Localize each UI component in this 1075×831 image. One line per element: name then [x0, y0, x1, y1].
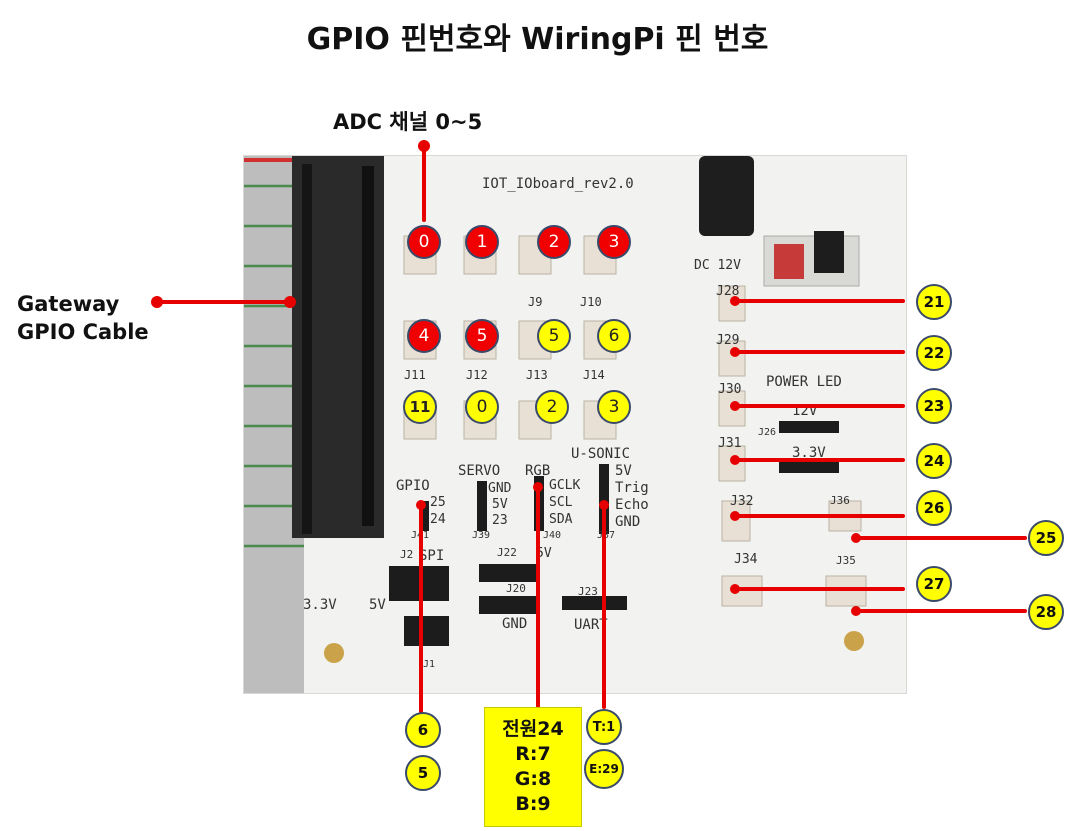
ribbon-cable — [244, 156, 384, 693]
usonic-pin-gnd: GND — [615, 514, 641, 530]
servo-pin-5v: 5V — [492, 497, 508, 512]
servo-label: SERVO — [458, 463, 501, 479]
gpio-marker-3: 3 — [597, 390, 631, 424]
callout-usonic-trig: T:1 — [586, 709, 622, 745]
callout-gpio-5: 5 — [405, 755, 441, 791]
v33-left-label: 3.3V — [303, 597, 337, 613]
rgb-pin-sda: SDA — [549, 512, 573, 527]
servo-pin-23: 23 — [492, 513, 508, 528]
board-drawing — [244, 156, 867, 693]
rgb-power-text: 전원24 — [502, 718, 564, 740]
jack-label-j2: J2 — [400, 548, 414, 561]
jack-label-j34: J34 — [734, 552, 758, 567]
jack-label-j22: J22 — [497, 546, 517, 559]
jack-label-j40: J40 — [543, 530, 562, 541]
io-board — [243, 155, 907, 694]
callout-usonic-echo: E:29 — [584, 749, 624, 789]
rgb-label: RGB — [525, 463, 551, 479]
rgb-pin-scl: SCL — [549, 495, 573, 510]
gateway-label: Gateway — [17, 292, 120, 316]
board-name-label: IOT_IOboard_rev2.0 — [482, 176, 634, 192]
gpio-pin-24: 24 — [430, 512, 446, 527]
page-title: GPIO 핀번호와 WiringPi 핀 번호 — [306, 22, 769, 57]
gpio-marker-5: 5 — [537, 319, 571, 353]
dc-label: DC 12V — [694, 258, 741, 273]
adc-marker-3: 3 — [597, 225, 631, 259]
rgb-green-text: G:8 — [514, 768, 552, 790]
adc-channel-label: ADC 채널 0~5 — [333, 110, 483, 134]
callout-28: 28 — [1028, 594, 1064, 630]
gpio-pin-25: 25 — [430, 495, 446, 510]
usonic-label: U-SONIC — [571, 446, 631, 462]
usonic-pin-trig: Trig — [615, 480, 649, 496]
jack-label-j29: J29 — [716, 333, 740, 348]
callout-27: 27 — [916, 566, 952, 602]
gpio-header-label: GPIO — [396, 478, 430, 494]
usonic-pin-echo: Echo — [615, 497, 649, 513]
callout-23: 23 — [916, 388, 952, 424]
jack-label-j13: J13 — [526, 368, 548, 382]
gpio-marker-0: 0 — [465, 390, 499, 424]
jack-label-j10: J10 — [580, 295, 602, 309]
rgb-red-text: R:7 — [515, 743, 551, 765]
jack-label-j30: J30 — [718, 382, 742, 397]
spi-label: SPI — [419, 548, 445, 564]
callout-gpio-6: 6 — [405, 712, 441, 748]
jack-label-j28: J28 — [716, 284, 740, 299]
gpio-marker-11: 11 — [403, 390, 437, 424]
v33-label: 3.3V — [792, 445, 826, 461]
jack-label-j39: J39 — [472, 530, 491, 541]
jack-label-j35: J35 — [836, 554, 856, 567]
callout-25: 25 — [1028, 520, 1064, 556]
adc-marker-5: 5 — [465, 319, 499, 353]
adc-marker-4: 4 — [407, 319, 441, 353]
adc-marker-2: 2 — [537, 225, 571, 259]
adc-marker-0: 0 — [407, 225, 441, 259]
callout-24: 24 — [916, 443, 952, 479]
adc-marker-1: 1 — [465, 225, 499, 259]
rgb-pin-gclk: GCLK — [549, 478, 581, 493]
jack-label-j36: J36 — [830, 494, 850, 507]
callout-22: 22 — [916, 335, 952, 371]
jack-label-j32: J32 — [730, 494, 754, 509]
callout-21: 21 — [916, 284, 952, 320]
jack-label-j31: J31 — [718, 436, 742, 451]
gpio-marker-2: 2 — [535, 390, 569, 424]
jack-label-j37: J37 — [597, 530, 616, 541]
v5-left-label: 5V — [369, 597, 386, 613]
gpio-marker-6: 6 — [597, 319, 631, 353]
jack-label-j9: J9 — [528, 295, 543, 309]
jack-label-j20: J20 — [506, 582, 526, 595]
jack-label-j1: J1 — [423, 659, 436, 670]
jack-label-j11: J11 — [404, 368, 426, 382]
callout-26: 26 — [916, 490, 952, 526]
uart-label: UART — [574, 617, 608, 633]
jack-label-j26: J26 — [758, 427, 777, 438]
jack-label-j23: J23 — [578, 585, 598, 598]
power-led-label: POWER LED — [766, 374, 842, 390]
jack-label-j12: J12 — [466, 368, 488, 382]
rgb-pin-box: 전원24 R:7 G:8 B:9 — [484, 707, 582, 827]
dc-jack — [699, 156, 754, 236]
servo-pin-gnd: GND — [488, 481, 512, 496]
usonic-pin-5v: 5V — [615, 463, 632, 479]
gnd-label: GND — [502, 616, 528, 632]
jack-label-j14: J14 — [583, 368, 605, 382]
rgb-blue-text: B:9 — [515, 793, 551, 815]
gpio-cable-label: GPIO Cable — [17, 320, 149, 344]
